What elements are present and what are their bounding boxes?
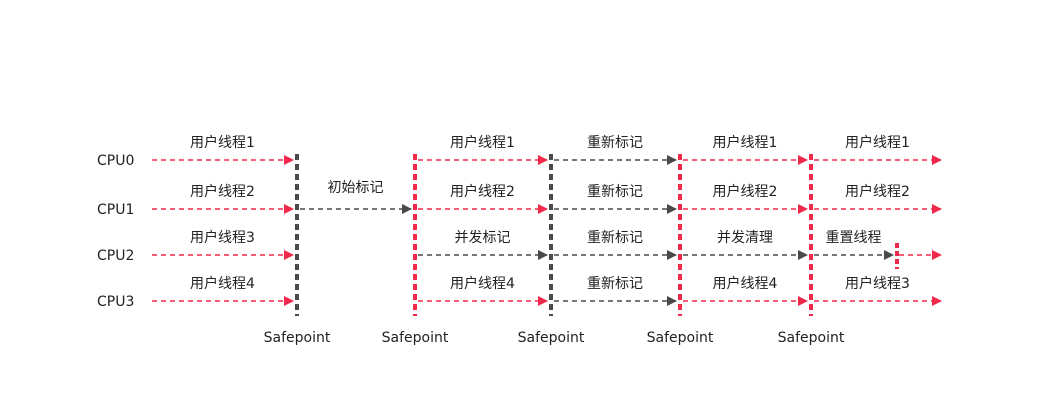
cpu-label: CPU1: [97, 202, 134, 218]
gc-phase-label: 重新标记: [587, 184, 643, 200]
safepoint-label: Safepoint: [518, 330, 585, 346]
user-thread-label: 用户线程2: [450, 183, 515, 200]
user-thread-label: 用户线程1: [190, 134, 255, 151]
safepoint-label: Safepoint: [647, 330, 714, 346]
cpu-label: CPU3: [97, 294, 134, 310]
user-thread-label: 用户线程4: [450, 275, 515, 292]
user-thread-label: 用户线程1: [450, 134, 515, 151]
gc-phase-label: 初始标记: [328, 179, 384, 196]
safepoint-label: Safepoint: [264, 330, 331, 346]
user-thread-label: 用户线程1: [713, 134, 778, 151]
gc-phase-label: 重置线程: [826, 230, 882, 246]
gc-phase-label: 重新标记: [587, 135, 643, 151]
user-thread-label: 用户线程2: [190, 183, 255, 200]
cpu-label: CPU2: [97, 248, 134, 264]
user-thread-label: 用户线程1: [845, 134, 910, 151]
user-thread-label: 用户线程4: [190, 275, 255, 292]
cpu-label: CPU0: [97, 153, 134, 169]
safepoint-label: Safepoint: [382, 330, 449, 346]
user-thread-label: 用户线程2: [713, 183, 778, 200]
gc-phase-label: 重新标记: [587, 276, 643, 292]
user-thread-label: 用户线程4: [713, 275, 778, 292]
user-thread-label: 用户线程3: [845, 275, 910, 292]
user-thread-label: 用户线程3: [190, 229, 255, 246]
user-thread-label: 用户线程2: [845, 183, 910, 200]
gc-phase-label: 并发清理: [717, 230, 773, 246]
safepoint-label: Safepoint: [778, 330, 845, 346]
arrow-layer: [152, 155, 942, 306]
gc-phase-label: 并发标记: [455, 230, 511, 246]
gc-phase-label: 重新标记: [587, 230, 643, 246]
safepoint-layer: [295, 154, 899, 316]
